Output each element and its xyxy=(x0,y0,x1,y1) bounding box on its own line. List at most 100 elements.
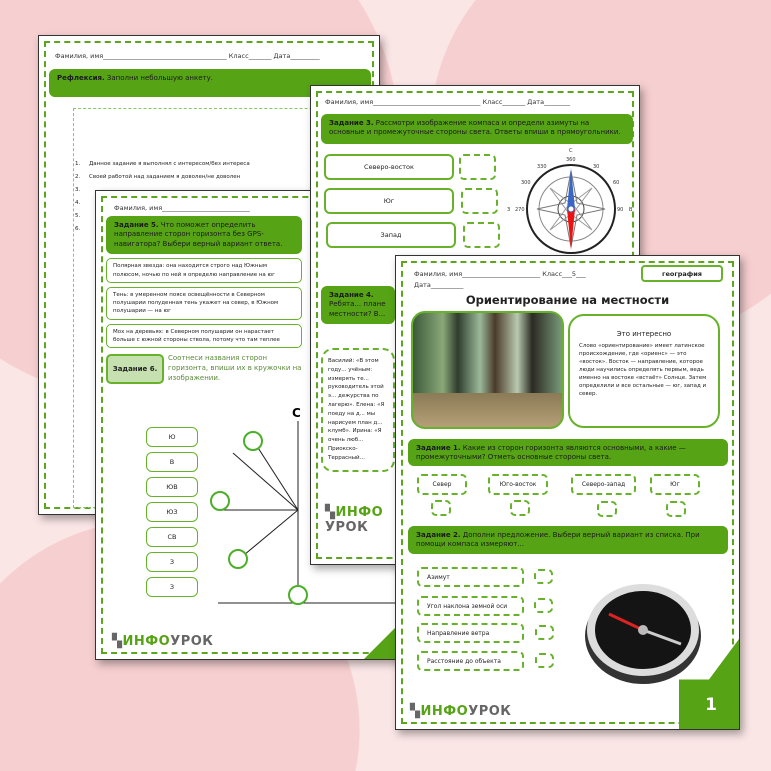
task-text: Ребята... плане местности? В... xyxy=(329,300,386,318)
task-banner: Задание 2. Дополни предложение. Выбери в… xyxy=(408,526,728,554)
north-label: С xyxy=(292,406,301,420)
task-title: Задание 1. xyxy=(416,444,461,452)
survey-line: Данное задание я выполнял с интересом/бе… xyxy=(89,161,250,167)
option-card: Северо-запад xyxy=(571,474,636,495)
logo-text-a: ИНФО xyxy=(122,634,171,649)
forest-ground xyxy=(413,392,562,427)
task6-row: Задание 6. Соотнеси названия сторон гори… xyxy=(106,354,302,385)
task-text: Рассмотри изображение компаса и определи… xyxy=(329,119,621,137)
header-line: Фамилия, имя________________________ Кла… xyxy=(414,270,586,278)
item-num: 6. xyxy=(75,226,81,232)
answer-option[interactable]: Тень: в умеренном поясе освещённости в С… xyxy=(106,286,302,320)
page-border xyxy=(401,261,734,724)
name-label: Фамилия, имя xyxy=(325,98,374,106)
worksheet-page-main: Фамилия, имя________________________ Кла… xyxy=(395,255,740,730)
option-card: Угол наклона земной оси xyxy=(417,596,524,616)
azimuth-answer-box[interactable] xyxy=(461,188,498,214)
task-banner: Задание 4. Ребята... плане местности? В.… xyxy=(321,286,395,325)
direction-card[interactable]: В xyxy=(146,452,198,472)
class-label: Класс xyxy=(542,270,563,278)
direction-card[interactable]: Ю xyxy=(146,427,198,447)
compass-n: С xyxy=(569,148,573,154)
item-num: 1. xyxy=(75,161,81,167)
answer-circle[interactable] xyxy=(288,585,308,605)
checkbox[interactable] xyxy=(597,501,617,517)
task-title: Задание 3. xyxy=(329,119,374,127)
answer-option[interactable]: Мох на деревьях: в Северном полушарии он… xyxy=(106,323,302,349)
task-title: Задание 5. xyxy=(114,221,159,229)
compass-deg: 270 xyxy=(515,207,525,213)
checkbox[interactable] xyxy=(431,500,451,516)
task-title: Задание 4. xyxy=(329,291,374,299)
checkbox[interactable] xyxy=(534,598,553,613)
task-title: Рефлексия. xyxy=(57,74,105,82)
name-label: Фамилия, имя xyxy=(114,204,163,212)
task-banner: Задание 5. Что поможет определить направ… xyxy=(106,216,302,255)
compass-e: В xyxy=(629,207,633,213)
direction-card: Юг xyxy=(324,188,454,214)
answer-circle[interactable] xyxy=(228,549,248,569)
infourok-logo: ▚ИНФОУРОК xyxy=(112,634,214,649)
direction-arrows-diagram: С xyxy=(218,406,398,604)
option-card: Юго-восток xyxy=(488,474,548,495)
direction-card[interactable]: ЮЗ xyxy=(146,502,198,522)
azimuth-answer-box[interactable] xyxy=(463,222,500,248)
class-value: 5 xyxy=(571,270,577,278)
forest-photo xyxy=(411,311,564,429)
answer-circle[interactable] xyxy=(210,491,230,511)
logo-text-a: ИНФО xyxy=(335,505,384,520)
task6-text: Соотнеси названия сторон горизонта, впиш… xyxy=(168,354,302,382)
direction-card[interactable]: ЮВ xyxy=(146,477,198,497)
logo-text-a: ИНФО xyxy=(420,704,469,719)
task-title: Задание 2. xyxy=(416,531,461,539)
option-card: Азимут xyxy=(417,567,524,587)
page-title: Ориентирование на местности xyxy=(465,293,670,307)
compass-w: З xyxy=(507,207,510,213)
header-line: Фамилия, имя____________________________… xyxy=(55,52,320,60)
fact-title: Это интересно xyxy=(616,330,672,338)
azimuth-answer-box[interactable] xyxy=(459,154,496,180)
fact-card: Это интересно Слово «ориентирование» име… xyxy=(568,314,720,428)
date-line: Дата__________ xyxy=(414,281,464,289)
class-label: Класс xyxy=(228,52,249,60)
checkbox[interactable] xyxy=(534,569,553,584)
date-label: Дата xyxy=(527,98,545,106)
direction-card: Запад xyxy=(326,222,456,248)
task-text: Заполни небольшую анкету. xyxy=(106,74,213,82)
task-text: Что поможет определить направление сторо… xyxy=(114,221,283,248)
task6-label: Задание 6. xyxy=(106,354,164,385)
answer-option[interactable]: Полярная звезда: она находится строго на… xyxy=(106,258,302,283)
name-label: Фамилия, имя xyxy=(414,270,463,278)
date-label: Дата xyxy=(414,281,431,289)
compass-photo xyxy=(585,584,701,684)
answer-circle[interactable] xyxy=(243,431,263,451)
logo-text-b: УРОК xyxy=(170,634,214,649)
compass-deg: 330 xyxy=(537,164,547,170)
task-banner: Задание 3. Рассмотри изображение компаса… xyxy=(321,114,633,144)
checkbox[interactable] xyxy=(510,500,530,516)
logo-text-b: УРОК xyxy=(468,704,512,719)
compass-deg: 360 xyxy=(566,157,576,163)
date-label: Дата xyxy=(273,52,291,60)
direction-card[interactable]: З xyxy=(146,577,198,597)
checkbox[interactable] xyxy=(535,625,554,640)
item-num: 2. xyxy=(75,174,81,180)
option-card: Расстояние до объекта xyxy=(417,651,524,671)
task5-column: Фамилия, имя___________________________ … xyxy=(106,204,302,385)
survey-line: Своей работой над заданием я доволен/не … xyxy=(89,174,241,180)
option-card: Север xyxy=(417,474,467,495)
item-num: 5. xyxy=(75,213,81,219)
name-label: Фамилия, имя xyxy=(55,52,104,60)
direction-card[interactable]: СВ xyxy=(146,527,198,547)
subject-badge: география xyxy=(641,265,723,282)
compass-deg: 300 xyxy=(521,180,531,186)
class-label: Класс xyxy=(482,98,503,106)
task-banner: Задание 1. Какие из сторон горизонта явл… xyxy=(408,439,728,466)
checkbox[interactable] xyxy=(666,501,686,517)
logo-text-b: УРОК xyxy=(325,519,369,535)
compass-rose-diagram: С 360 30 330 300 60 З 270 90 В xyxy=(507,148,633,254)
direction-card[interactable]: З xyxy=(146,552,198,572)
story-text: Василий: «В этом году... учёным: измерят… xyxy=(321,348,395,472)
checkbox[interactable] xyxy=(535,653,554,668)
